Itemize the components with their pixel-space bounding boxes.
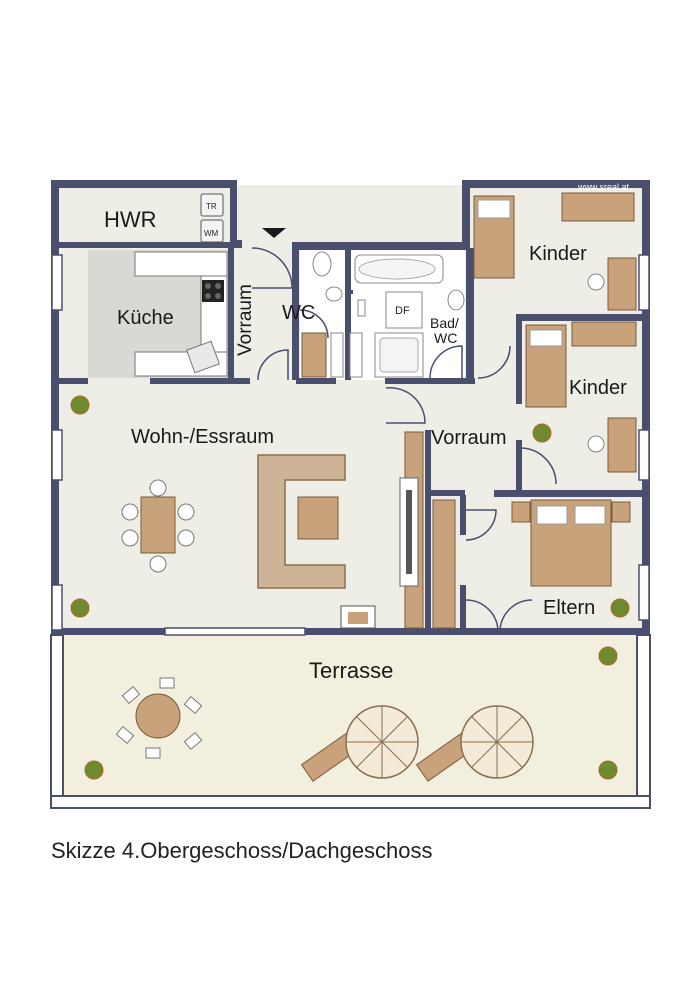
room-label-eltern: Eltern bbox=[543, 597, 595, 619]
terrace-furniture bbox=[115, 677, 534, 782]
appliance-label-wm: WM bbox=[204, 229, 219, 238]
appliance-label-df: DF bbox=[395, 305, 410, 317]
room-label-kinder-mid: Kinder bbox=[569, 377, 627, 399]
eltern-furniture bbox=[432, 499, 631, 629]
plan-caption: Skizze 4.Obergeschoss/Dachgeschoss bbox=[51, 838, 433, 863]
plant-icon bbox=[70, 598, 90, 618]
plant-icon bbox=[598, 646, 618, 666]
room-label-hwr: HWR bbox=[104, 207, 157, 232]
door-swings bbox=[251, 247, 557, 633]
room-label-wohn: Wohn-/Essraum bbox=[131, 426, 274, 448]
plant-icon bbox=[532, 423, 552, 443]
living-furniture bbox=[121, 431, 424, 629]
plant-icon bbox=[598, 760, 618, 780]
windows bbox=[51, 254, 650, 636]
appliance-label-tr: TR bbox=[206, 202, 217, 211]
room-label-wc: WC bbox=[282, 302, 315, 324]
room-label-bad-wc-1: Bad/ bbox=[430, 315, 459, 331]
kinder-top-furniture bbox=[473, 192, 637, 311]
hwr-appliances bbox=[200, 193, 224, 243]
plant-icon bbox=[84, 760, 104, 780]
plant-icon bbox=[70, 395, 90, 415]
room-label-bad-wc-2: WC bbox=[434, 330, 457, 346]
plant-icons bbox=[70, 395, 630, 780]
room-label-vorraum-left: Vorraum bbox=[235, 284, 256, 356]
room-label-terrasse: Terrasse bbox=[309, 658, 393, 683]
watermark: www.sreal.at bbox=[577, 182, 630, 192]
kinder-middle-furniture bbox=[525, 321, 637, 473]
room-label-kinder-top: Kinder bbox=[529, 243, 587, 265]
room-label-kueche: Küche bbox=[117, 307, 174, 329]
entrance-arrow-icon bbox=[262, 228, 286, 238]
plant-icon bbox=[610, 598, 630, 618]
room-label-vorraum-mid: Vorraum bbox=[431, 427, 507, 449]
kitchen-counter bbox=[134, 251, 228, 377]
bathroom-fixtures bbox=[301, 251, 465, 378]
walls bbox=[50, 180, 651, 809]
